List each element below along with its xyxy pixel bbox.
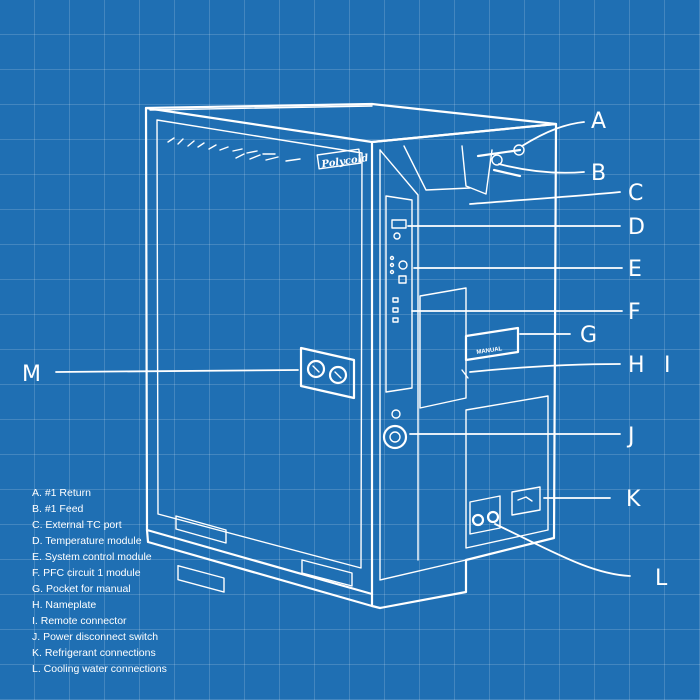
legend-item-f: F. PFC circuit 1 module <box>32 567 141 579</box>
cabinet <box>144 102 558 610</box>
cabinet-front-panel <box>144 106 374 596</box>
pfc-indicator-3 <box>392 317 399 323</box>
legend-item-j: J. Power disconnect switch <box>32 631 159 643</box>
legend-item-c: C. External TC port <box>32 519 122 531</box>
leader-a <box>521 121 585 147</box>
refrigerant-plate <box>511 486 541 516</box>
brand-decoration-lower <box>235 153 301 162</box>
callout-i: I <box>664 353 671 378</box>
callout-l: L <box>655 566 668 591</box>
door-latch-knob-right <box>328 365 348 385</box>
side-plates: MANUAL <box>461 326 520 379</box>
leader-b <box>498 163 585 174</box>
control-knob <box>398 260 408 270</box>
bottom-connections <box>469 486 541 535</box>
leader-c <box>469 191 621 205</box>
cabinet-top <box>144 102 558 144</box>
brand-area: Polycold <box>167 137 369 171</box>
cooling-water-port-1 <box>471 513 485 527</box>
door-latch-plate <box>299 346 356 400</box>
feed-line <box>476 148 522 158</box>
temperature-display <box>391 219 407 229</box>
status-led-1 <box>389 255 395 261</box>
callout-k: K <box>626 487 641 512</box>
status-led-3 <box>389 269 395 275</box>
cabinet-side-inner <box>379 149 467 581</box>
callout-e: E <box>628 257 642 282</box>
callout-a: A <box>591 109 606 134</box>
fittings <box>461 144 525 195</box>
legend-item-e: E. System control module <box>32 551 152 563</box>
legend-item-k: K. Refrigerant connections <box>32 647 156 659</box>
status-led-2 <box>389 262 395 268</box>
feed-fitting <box>491 154 503 166</box>
callout-h: H <box>628 353 645 378</box>
leader-m <box>55 369 299 373</box>
legend-item-h: H. Nameplate <box>32 599 97 611</box>
cooling-water-port-2 <box>486 510 500 524</box>
power-switch-knob <box>389 431 401 443</box>
door-latch-knob-marks <box>312 365 342 379</box>
legend-item-i: I. Remote connector <box>32 615 127 627</box>
callout-m: M <box>22 362 41 387</box>
door-latch-panel <box>299 346 356 400</box>
cabinet-top-inner <box>149 105 373 111</box>
callout-g: G <box>580 323 597 348</box>
pfc-indicator-2 <box>392 307 399 313</box>
brand-logo-box <box>316 148 362 170</box>
side-bevel <box>379 149 419 561</box>
door-latch-knob-left <box>306 359 326 379</box>
fitting-bracket <box>461 145 493 195</box>
leader-h <box>469 363 621 373</box>
callout-d: D <box>628 215 645 240</box>
callout-b: B <box>591 161 606 186</box>
lower-side-panel <box>465 395 549 549</box>
pfc-indicator-1 <box>392 297 399 303</box>
manual-pocket <box>464 326 520 362</box>
cabinet-side-panel <box>370 122 558 610</box>
control-column <box>385 195 413 393</box>
control-switch <box>398 275 407 284</box>
return-fitting <box>513 144 525 156</box>
cabinet-front-door <box>156 119 363 569</box>
callout-letters: A B C D E F G H I J K L M <box>22 109 671 591</box>
cooling-water-plate <box>469 495 501 535</box>
cabinet-base-front <box>145 528 374 608</box>
callout-j: J <box>626 424 635 449</box>
leader-lines <box>55 121 631 577</box>
side-service-panel <box>419 287 467 409</box>
front-base-vent-right-shape <box>301 559 353 587</box>
legend-item-l: L. Cooling water connections <box>32 663 167 675</box>
power-switch-ring <box>382 424 408 450</box>
refrigerant-fitting <box>517 496 533 502</box>
front-base-vent-left-shape <box>175 515 227 544</box>
legend-item-b: B. #1 Feed <box>32 503 84 515</box>
controls <box>382 219 408 450</box>
leader-l <box>494 523 631 577</box>
return-line <box>492 168 522 178</box>
temperature-knob <box>393 232 401 240</box>
front-base-vent-left <box>177 564 225 593</box>
callout-c: C <box>628 181 643 206</box>
power-switch-indicator <box>391 409 401 419</box>
nameplate-marker <box>461 369 469 379</box>
legend-item-a: A. #1 Return <box>32 487 91 499</box>
side-bevel-top <box>403 145 471 191</box>
brand-decoration <box>167 137 276 155</box>
legend-list: A. #1 Return B. #1 Feed C. External TC p… <box>32 485 167 677</box>
legend-item-g: G. Pocket for manual <box>32 583 131 595</box>
callout-f: F <box>628 300 641 325</box>
legend-item-d: D. Temperature module <box>32 535 142 547</box>
nameplate-label: MANUAL <box>476 346 503 356</box>
